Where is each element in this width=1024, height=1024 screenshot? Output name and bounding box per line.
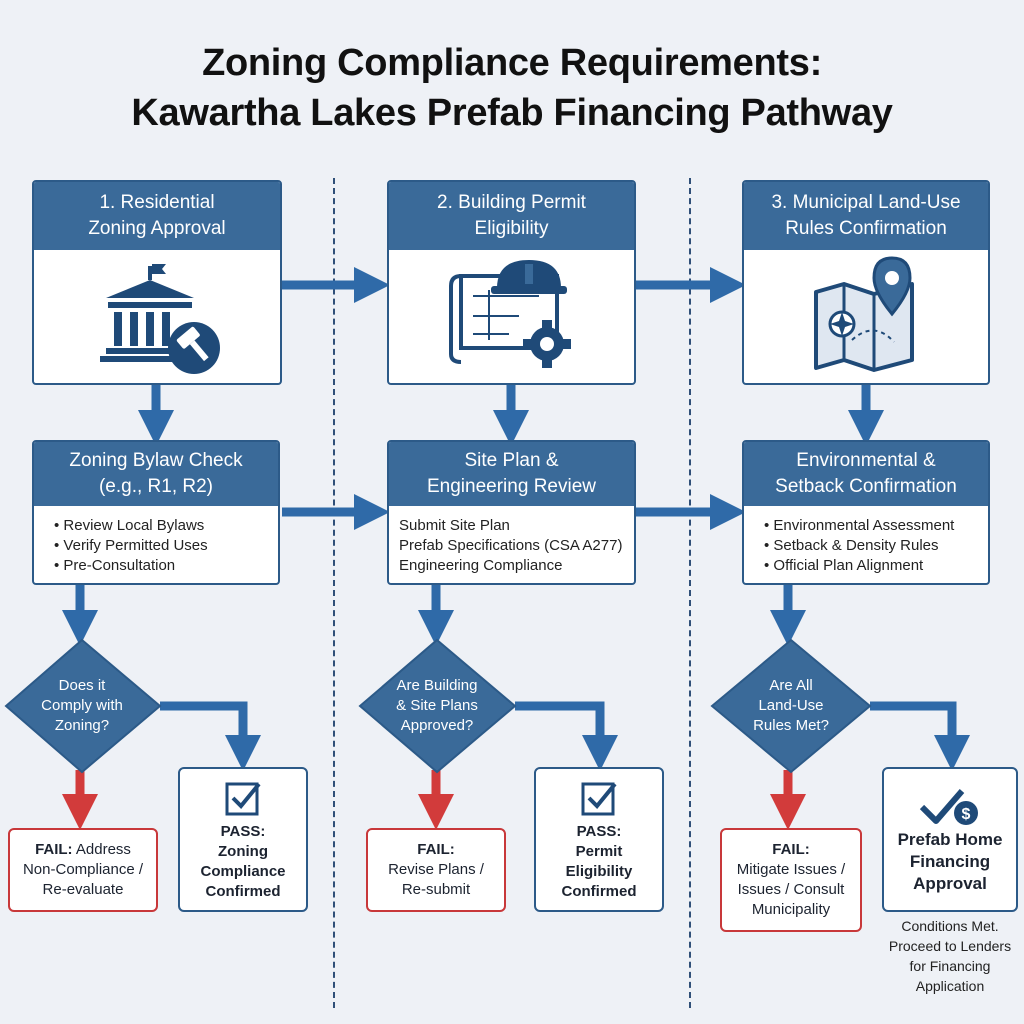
page-title-line1: Zoning Compliance Requirements:	[202, 42, 822, 84]
decision1-line: Comply with	[41, 697, 123, 714]
fail3-line: Mitigate Issues /	[736, 861, 846, 878]
fail2-line: Re-submit	[401, 881, 471, 898]
decision3-line: Rules Met?	[753, 717, 829, 734]
pass1-line: Zoning	[218, 842, 268, 860]
decision2-line: & Site Plans	[396, 697, 478, 714]
decision2-text: Are Building & Site Plans Approved?	[377, 676, 497, 736]
check1-item: • Verify Permitted Uses	[54, 537, 208, 554]
step2-title-line2: Eligibility	[474, 218, 549, 239]
step3-title-line1: 3. Municipal Land-Use	[771, 192, 961, 213]
page-title-line2: Kawartha Lakes Prefab Financing Pathway	[131, 92, 893, 134]
fail2-line: Revise Plans /	[388, 861, 484, 878]
decision-diamond-1	[4, 638, 162, 774]
fail3-line: Issues / Consult	[737, 881, 845, 898]
check3-title-line2: Setback Confirmation	[775, 476, 957, 497]
svg-text:$: $	[962, 806, 971, 823]
final-note-line: Proceed to Lenders	[888, 938, 1012, 954]
check2-item: Prefab Specifications (CSA A277)	[399, 537, 623, 554]
decision-diamond-2	[358, 638, 517, 774]
arrow-pass2	[515, 701, 618, 771]
final-note: Conditions Met. Proceed to Lenders for F…	[872, 916, 1024, 996]
decision3-text: Are All Land-Use Rules Met?	[731, 676, 851, 736]
check1-title-line1: Zoning Bylaw Check	[69, 450, 243, 471]
fail1-line: Non-Compliance /	[22, 861, 144, 878]
decision1-line: Zoning?	[54, 717, 110, 734]
pass2-line: Eligibility	[565, 862, 633, 880]
decision3-line: Land-Use	[758, 697, 824, 714]
pass2-line: Confirmed	[561, 882, 637, 900]
step1-title-line2: Zoning Approval	[88, 218, 226, 239]
decision2-line: Approved?	[400, 717, 474, 734]
step1-title-line1: 1. Residential	[99, 192, 215, 213]
step-card-building-permit: 2. Building Permit Eligibility	[387, 180, 636, 385]
step3-title-line2: Rules Confirmation	[785, 218, 947, 239]
pass-result-1: PASS: Zoning Compliance Confirmed	[178, 767, 308, 912]
decision2-line: Are Building	[396, 677, 478, 694]
check-card-environmental: Environmental & Setback Confirmation • E…	[742, 440, 990, 585]
check2-title-line2: Engineering Review	[427, 476, 596, 497]
decision1-line: Does it	[58, 677, 106, 694]
final-approval-result: $ Prefab Home Financing Approval	[882, 767, 1018, 912]
fail1-label: FAIL:	[35, 841, 73, 858]
decision1-text: Does it Comply with Zoning?	[22, 676, 142, 736]
arrow-pass1	[160, 701, 261, 771]
check-card-zoning-bylaw: Zoning Bylaw Check (e.g., R1, R2) • Revi…	[32, 440, 280, 585]
pass2-line: PASS:	[576, 822, 622, 840]
check-card-site-plan: Site Plan & Engineering Review Submit Si…	[387, 440, 636, 585]
check1-item: • Review Local Bylaws	[54, 517, 205, 534]
final-approval-line: Financing	[909, 851, 991, 871]
check-dollar-icon: $	[919, 788, 978, 825]
step2-title-line1: 2. Building Permit	[437, 192, 586, 213]
pass1-line: PASS:	[220, 822, 266, 840]
final-approval-line: Approval	[913, 873, 987, 893]
decision-diamond-3	[710, 638, 872, 774]
final-approval-line: Prefab Home	[897, 829, 1003, 849]
fail-result-3: FAIL: Mitigate Issues / Issues / Consult…	[720, 828, 862, 932]
courthouse-gavel-icon	[34, 250, 280, 383]
check2-item: Submit Site Plan	[399, 517, 510, 534]
final-note-line: Conditions Met.	[901, 918, 999, 934]
blueprint-hardhat-gear-icon	[389, 250, 634, 383]
fail-result-2: FAIL: Revise Plans / Re-submit	[366, 828, 506, 912]
check3-item: • Environmental Assessment	[764, 517, 955, 534]
final-note-line: for Financing	[909, 958, 991, 974]
check3-title-line1: Environmental &	[796, 450, 936, 471]
step-card-land-use: 3. Municipal Land-Use Rules Confirmation	[742, 180, 990, 385]
pass1-line: Confirmed	[205, 882, 281, 900]
fail3-label: FAIL:	[772, 841, 810, 858]
column-divider-1	[333, 178, 335, 1008]
column-divider-2	[689, 178, 691, 1008]
fail1-line: Re-evaluate	[42, 881, 124, 898]
pass-result-2: PASS: Permit Eligibility Confirmed	[534, 767, 664, 912]
checkbox-check-icon	[225, 782, 261, 815]
check3-item: • Official Plan Alignment	[764, 557, 924, 574]
fail3-line: Municipality	[751, 901, 831, 918]
step-card-residential-zoning: 1. Residential Zoning Approval	[32, 180, 282, 385]
fail1-line: Address	[75, 841, 131, 858]
check2-title-line1: Site Plan &	[464, 450, 559, 471]
decision3-line: Are All	[769, 677, 813, 694]
fail-result-1: FAIL: Address Non-Compliance / Re-evalua…	[8, 828, 158, 912]
checkbox-check-icon	[581, 782, 617, 815]
map-pin-icon	[744, 250, 988, 383]
arrow-pass3	[870, 701, 970, 771]
check2-item: Engineering Compliance	[399, 557, 563, 574]
pass1-line: Compliance	[200, 862, 286, 880]
check3-item: • Setback & Density Rules	[764, 537, 939, 554]
final-note-line: Application	[915, 978, 985, 994]
fail2-label: FAIL:	[417, 841, 455, 858]
check1-title-line2: (e.g., R1, R2)	[98, 476, 214, 497]
pass2-line: Permit	[575, 842, 623, 860]
check1-item: • Pre-Consultation	[54, 557, 176, 574]
